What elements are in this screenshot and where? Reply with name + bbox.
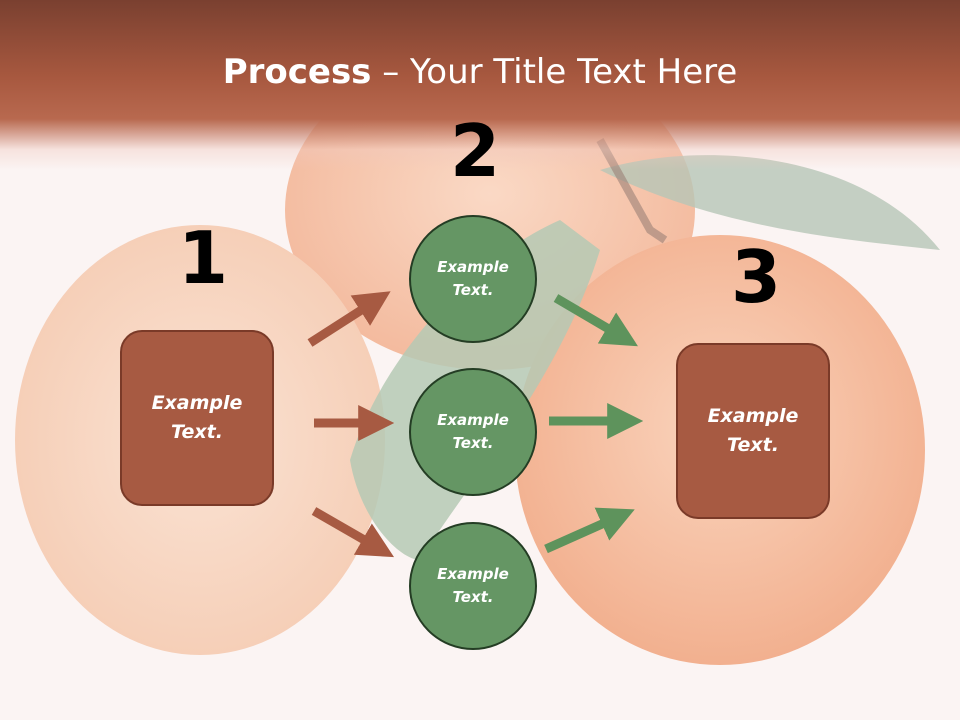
step-2-label-bottom: Example Text. [437, 565, 509, 606]
step-1-box: Example Text. [120, 330, 274, 506]
step-2-circle-bottom: Example Text. [409, 522, 537, 650]
step-1-label: Example Text. [151, 392, 243, 443]
arrow-2-top-to-3 [553, 294, 638, 347]
arrow-1-to-2-top [307, 291, 391, 347]
title-bold: Process [222, 52, 372, 92]
title-rest: – Your Title Text Here [371, 52, 738, 92]
arrow-2-bottom-to-3 [544, 507, 635, 554]
step-1-number: 1 [178, 216, 229, 300]
step-2-circle-middle: Example Text. [409, 368, 537, 496]
title-bar [0, 0, 960, 170]
step-3-box: Example Text. [676, 343, 830, 519]
step-2-circle-top: Example Text. [409, 215, 537, 343]
step-2-number: 2 [450, 109, 501, 193]
step-3-label: Example Text. [707, 405, 799, 456]
step-2-label-middle: Example Text. [437, 411, 509, 452]
step-3-number: 3 [731, 235, 782, 319]
slide-title: Process – Your Title Text Here [0, 52, 960, 92]
arrow-1-to-2-bottom [311, 507, 395, 558]
step-2-label-top: Example Text. [437, 258, 509, 299]
